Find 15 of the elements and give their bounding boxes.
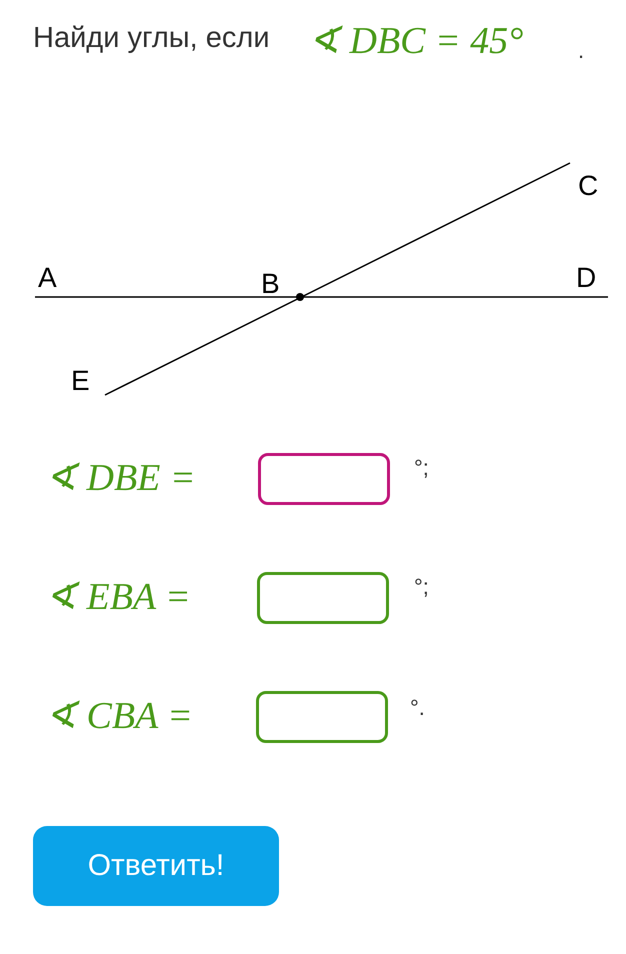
submit-button: Ответить! [33, 826, 279, 906]
degree-sign: . [578, 38, 584, 64]
point-label: C [578, 170, 598, 202]
math-expression: ∢ DBE = [45, 456, 196, 500]
point-label: D [576, 262, 596, 294]
degree-sign: °; [414, 455, 429, 481]
math-expression: ∢ CBA = [45, 694, 193, 738]
point-label: E [71, 365, 90, 397]
prompt-text: Найди углы, если [33, 22, 270, 55]
degree-sign: °; [414, 574, 429, 600]
point-label: B [261, 268, 280, 300]
math-expression: ∢ DBC = 45° [308, 19, 524, 63]
degree-sign: °. [410, 695, 425, 721]
math-expression: ∢ EBA = [45, 575, 191, 619]
point-label: A [38, 262, 57, 294]
